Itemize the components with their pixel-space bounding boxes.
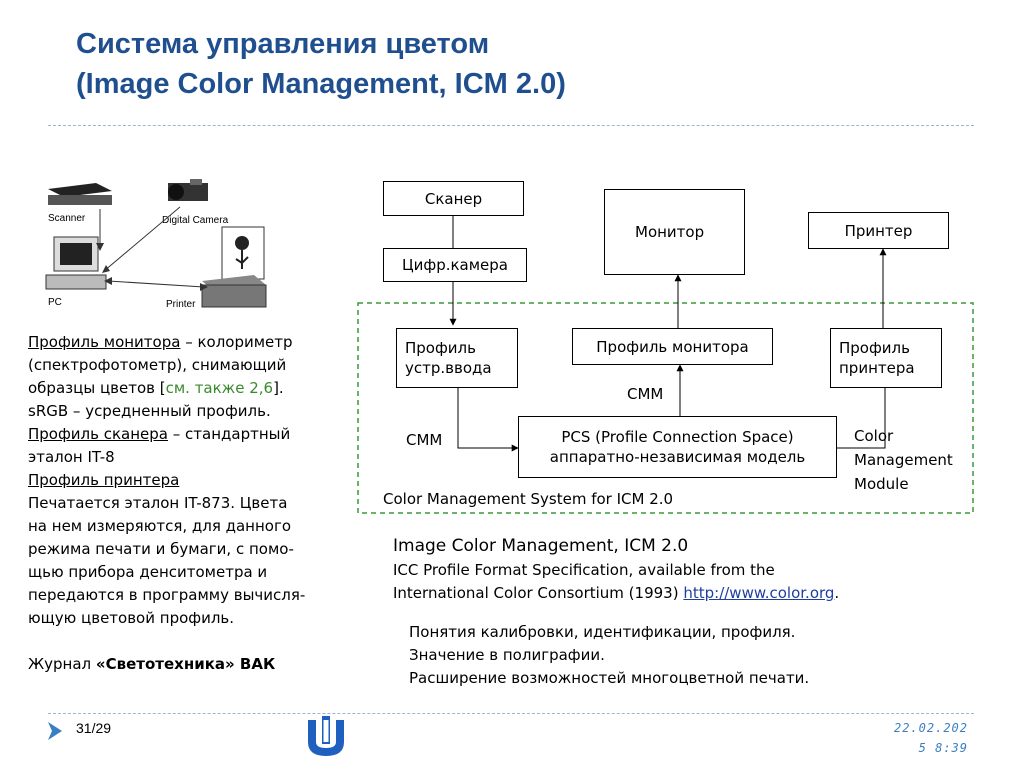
title-line-1: Система управления цветом [76,28,490,60]
ref-line-3-text: International Color Consortium (1993) [393,584,684,602]
title-line-2: (Image Color Management, ICM 2.0) [76,68,566,100]
pc-label: PC [48,297,62,308]
left-line-9: на нем измеряются, для данного [28,517,292,535]
color-org-link[interactable]: http://www.color.org [683,584,835,602]
references: Image Color Management, ICM 2.0 ICC Prof… [393,533,993,605]
input-profile-line-1: Профиль [405,339,476,357]
concept-3: Расширение возможностей многоцветной печ… [409,669,810,687]
printer-profile-line-2: принтера [839,359,915,377]
monitor-profile-link[interactable]: Профиль монитора [28,333,181,351]
printer-profile-link[interactable]: Профиль принтера [28,471,180,489]
printer-box: Принтер [808,212,949,249]
monitor-profile-label: Профиль монитора [596,337,749,356]
scanner-profile-link[interactable]: Профиль сканера [28,425,168,443]
monitor-box: Монитор [604,189,745,275]
input-device-profile-label: Профиль устр.ввода [405,338,492,378]
printer-profile-box: Профиль принтера [830,328,942,388]
ref-line-3: International Color Consortium (1993) ht… [393,582,993,605]
title-divider [48,125,974,126]
date-line-2: 5 8:39 [918,741,968,755]
university-logo-icon [308,716,344,756]
left-line-6: эталон IT-8 [28,448,115,466]
left-line-7: Профиль принтера [28,469,358,492]
ref-line-1: Image Color Management, ICM 2.0 [393,536,689,556]
left-line-5: Профиль сканера – стандартный [28,423,358,446]
pcs-label: PCS (Profile Connection Space) аппаратно… [550,427,805,467]
ref-line-3-end: . [834,584,840,602]
pc-icon [45,236,107,290]
scanner-label: Scanner [48,213,86,224]
input-profile-line-2: устр.ввода [405,359,492,377]
pcs-box: PCS (Profile Connection Space) аппаратно… [518,416,837,478]
left-line-3-a: образцы цветов [ [28,379,166,397]
printer-box-label: Принтер [844,221,913,240]
scanner-box: Сканер [383,181,524,216]
ref-line-2: ICC Profile Format Specification, availa… [393,561,775,579]
cm-module-line-2: Management [854,451,953,469]
left-line-13: ющую цветовой профиль. [28,609,235,627]
cms-system-label: Color Management System for ICM 2.0 [383,490,674,508]
journal-prefix: Журнал [28,655,96,673]
cm-module-line-1: Color [854,427,894,445]
left-line-3: образцы цветов [см. также 2,6]. [28,377,358,400]
devices-illustration: Scanner Digital Camera PC Printer [45,179,267,310]
printer-profile-line-1: Профиль [839,339,910,357]
left-line-4: sRGB – усредненный профиль. [28,402,271,420]
concept-2: Значение в полиграфии. [409,646,605,664]
color-management-system-frame [357,302,974,514]
cmm-label-top: CMM [627,385,664,403]
camera-box-label: Цифр.камера [401,256,509,274]
color-management-module-label: Color Management Module [854,424,953,496]
concepts-list: Понятия калибровки, идентификации, профи… [409,621,969,690]
cmm-label-left: CMM [406,431,443,449]
printer-label: Printer [166,299,196,310]
printer-icon [201,275,267,308]
scanner-icon [48,183,112,205]
left-line-5-rest: – стандартный [168,425,291,443]
camera-box: Цифр.камера [383,248,527,282]
profiles-description: Профиль монитора – колориметр (спектрофо… [28,331,358,676]
slide-title: Система управления цветом (Image Color M… [76,24,836,104]
left-line-8: Печатается эталон IT-873. Цвета [28,494,288,512]
digital-camera-icon [168,179,208,201]
scanner-box-label: Сканер [424,189,483,208]
pcs-line-2: аппаратно-независимая модель [549,448,806,466]
input-device-profile-box: Профиль устр.ввода [396,328,518,388]
monitor-box-label: Монитор [635,223,705,241]
left-line-11: щью прибора денситометра и [28,563,268,581]
date-line-1: 22.02.202 [893,721,968,735]
left-line-3-b: ]. [273,379,284,397]
concept-1: Понятия калибровки, идентификации, профи… [409,623,796,641]
digital-camera-label: Digital Camera [162,215,229,226]
cm-module-line-3: Module [854,475,909,493]
slide-date: 22.02.202 5 8:39 [872,718,968,758]
left-line-1-rest: – колориметр [180,333,293,351]
photo-print-icon [221,226,265,280]
see-also-reference[interactable]: см. также 2,6 [165,379,274,397]
nav-arrow-icon[interactable] [48,722,62,740]
printer-profile-label: Профиль принтера [839,338,915,378]
left-line-10: режима печати и бумаги, с помо- [28,540,294,558]
journal-name: «Светотехника» ВАК [95,655,276,673]
left-line-12: передаются в программу вычисля- [28,586,306,604]
left-line-2: (спектрофотометр), снимающий [28,356,287,374]
left-line-1: Профиль монитора – колориметр [28,331,358,354]
journal-line: Журнал «Светотехника» ВАК [28,653,358,676]
monitor-profile-box: Профиль монитора [572,328,773,365]
footer-divider [48,713,974,714]
page-number: 31/29 [76,720,112,736]
pcs-line-1: PCS (Profile Connection Space) [561,428,794,446]
